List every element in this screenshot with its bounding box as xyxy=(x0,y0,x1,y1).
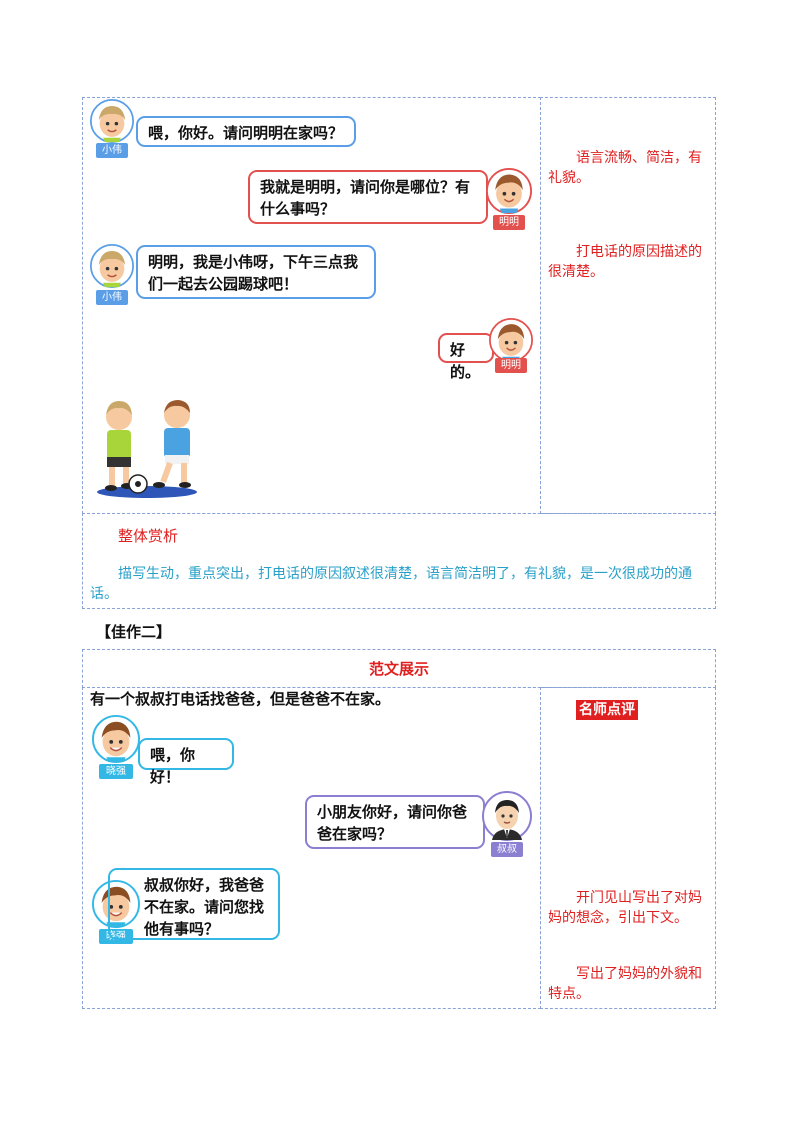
dialog-bubble-uncle-1: 小朋友你好，请问你爸爸在家吗？ xyxy=(305,795,485,849)
speaker-tag-xiaoqiang: 晓强 xyxy=(99,764,133,779)
speaker-tag-mingming: 明明 xyxy=(493,215,525,230)
section2-review-cell xyxy=(540,687,716,1009)
review-comment-2: 打电话的原因描述的很清楚。 xyxy=(548,244,702,280)
xiaowei-avatar-icon xyxy=(90,244,134,288)
table-title: 范文展示 xyxy=(368,660,429,678)
review-comment-4: 写出了妈妈的外貌和特点。 xyxy=(548,966,702,1002)
dialog-bubble-xiaoqiang-1: 喂，你好！ xyxy=(138,738,234,786)
speaker-tag-uncle: 叔叔 xyxy=(491,842,523,857)
intro-text: 有一个叔叔打电话找爸爸，但是爸爸不在家。 xyxy=(90,690,391,708)
mingming-avatar-icon xyxy=(486,168,532,214)
xiaowei-avatar-icon xyxy=(90,99,134,143)
speaker-tag-mingming: 明明 xyxy=(495,358,527,373)
dialog-bubble-xiaowei-2: 明明，我是小伟呀，下午三点我们一起去公园踢球吧！ xyxy=(136,245,376,299)
summary-title: 整体赏析 xyxy=(118,527,179,545)
mingming-avatar-icon xyxy=(489,318,533,362)
speaker-tag-xiaowei: 小伟 xyxy=(96,143,128,158)
review-comment-1: 语言流畅、简洁，有礼貌。 xyxy=(548,150,702,186)
xiaoqiang-avatar-icon xyxy=(92,715,140,763)
summary-text: 描写生动，重点突出，打电话的原因叙述很清楚，语言简洁明了，有礼貌，是一次很成功的… xyxy=(90,566,692,602)
section2-heading: 【佳作二】 xyxy=(96,623,172,641)
uncle-avatar-icon xyxy=(482,791,532,841)
kids-playing-soccer-icon xyxy=(97,400,197,498)
dialog-bubble-xiaoqiang-2: 叔叔你好，我爸爸不在家。请问您找他有事吗？ xyxy=(108,868,280,940)
teacher-review-label: 名师点评 xyxy=(576,700,638,720)
review-comment-3: 开门见山写出了对妈妈的想念，引出下文。 xyxy=(548,890,702,926)
dialog-bubble-mingming-2: 好的。 xyxy=(438,333,494,381)
section1-summary-cell xyxy=(82,513,716,609)
speaker-tag-xiaowei: 小伟 xyxy=(96,290,128,305)
dialog-bubble-xiaowei-1: 喂，你好。请问明明在家吗？ xyxy=(136,116,356,147)
dialog-bubble-mingming-1: 我就是明明，请问你是哪位？有什么事吗？ xyxy=(248,170,488,224)
